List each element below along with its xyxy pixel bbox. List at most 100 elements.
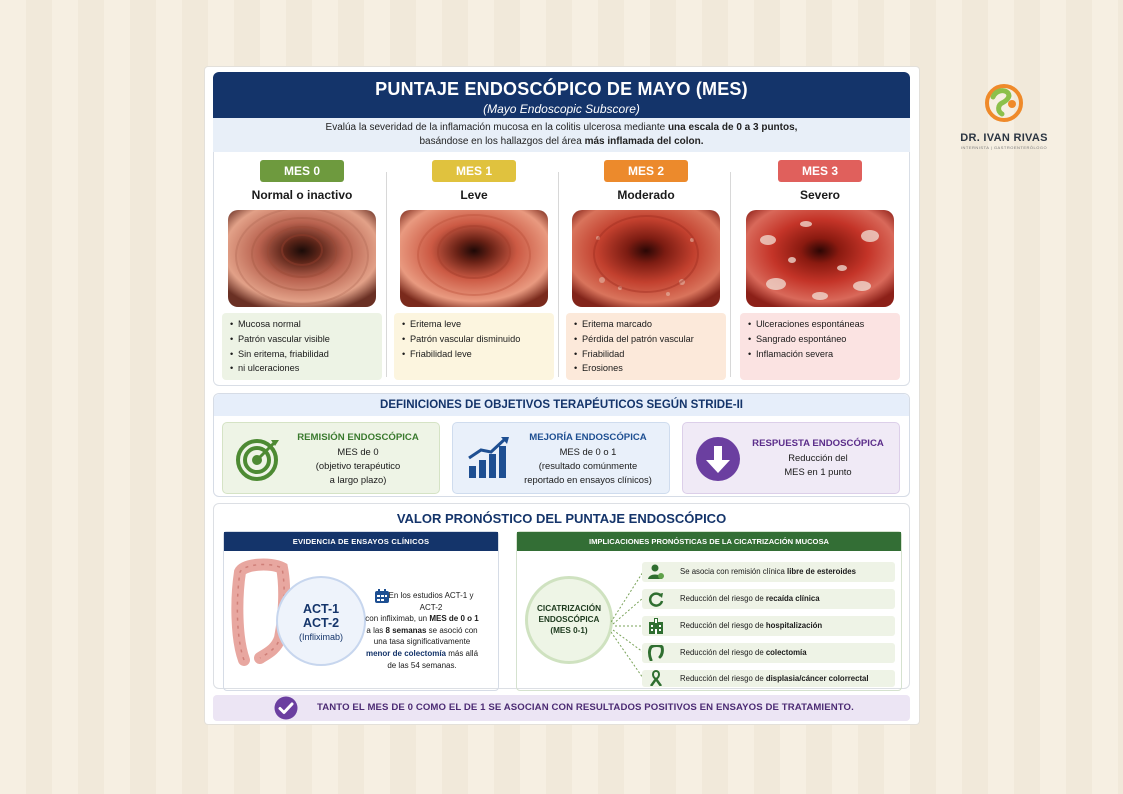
card-improvement: MEJORÍA ENDOSCÓPICA MES de 0 o 1 (result… (452, 422, 670, 494)
mes-findings-list: Eritema marcado Pérdida del patrón vascu… (566, 313, 726, 381)
center-line: CICATRIZACIÓN (537, 604, 601, 613)
intro-part: basándose en los hallazgos del área (419, 136, 585, 147)
list-item: Sin eritema, friabilidad (230, 347, 376, 362)
implications-panel: IMPLICACIONES PRONÓSTICAS DE LA CICATRIZ… (516, 531, 902, 691)
mes-badge: MES 0 (260, 160, 344, 182)
card-line: a largo plazo) (329, 474, 387, 485)
divider (730, 172, 731, 377)
target-icon (236, 439, 279, 481)
act-trials-badge: ACT-1 ACT-2 (Infliximab) (276, 576, 366, 666)
mes-1-column: MES 1 Leve Eritema leve Patrón vascular … (394, 160, 554, 381)
text-highlight: menor de colectomía (365, 648, 446, 658)
card-title: MEJORÍA ENDOSCÓPICA (529, 432, 647, 443)
intro-bold: más inflamada del colon. (584, 136, 704, 147)
list-item: Ulceraciones espontáneas (748, 317, 894, 332)
center-line: ENDOSCÓPICA (538, 615, 600, 624)
intro-bold: una escala de 0 a 3 puntos, (667, 122, 798, 133)
text-bold: colectomía (765, 648, 807, 657)
mes-badge: MES 1 (432, 160, 516, 182)
card-title: REMISIÓN ENDOSCÓPICA (297, 432, 419, 443)
arrow-down-circle-icon (696, 437, 740, 481)
stomach-logo-icon (985, 84, 1023, 122)
card-response: RESPUESTA ENDOSCÓPICA Reducción del MES … (682, 422, 900, 494)
text-bold: displasia/cáncer colorrectal (765, 674, 869, 683)
text: Se asocia con remisión clínica (680, 567, 788, 576)
hospital-icon (649, 618, 663, 634)
mucosal-healing-circle: CICATRIZACIÓN ENDOSCÓPICA (MES 0-1) (525, 576, 613, 664)
mes-findings-list: Eritema leve Patrón vascular disminuido … (394, 313, 554, 381)
mes-2-column: MES 2 Moderado Eritema marcado Pérdida d… (566, 160, 726, 381)
list-item: Inflamación severa (748, 347, 894, 362)
intro-text: Evalúa la severidad de la inflamación mu… (213, 118, 910, 152)
text: Reducción del riesgo de (680, 594, 766, 603)
text-bold: 8 semanas (385, 625, 427, 635)
title-banner: PUNTAJE ENDOSCÓPICO DE MAYO (MES) (Mayo … (213, 72, 910, 118)
mes-severity-name: Normal o inactivo (251, 188, 353, 202)
text: con (365, 614, 381, 624)
implication-text: Reducción del riesgo de colectomía (680, 643, 807, 663)
text: , un (413, 614, 430, 624)
text-bold: MES de 0 o 1 (429, 614, 479, 624)
card-text: REMISIÓN ENDOSCÓPICA MES de 0 (objetivo … (283, 431, 433, 487)
evidence-line: una tasa significativamente (373, 637, 471, 647)
mes-findings-list: Mucosa normal Patrón vascular visible Si… (222, 313, 382, 381)
mes-badge: MES 2 (604, 160, 688, 182)
section-title: VALOR PRONÓSTICO DEL PUNTAJE ENDOSCÓPICO (396, 511, 727, 526)
card-line: MES en 1 punto (784, 466, 852, 477)
prognostic-section: VALOR PRONÓSTICO DEL PUNTAJE ENDOSCÓPICO… (213, 503, 910, 691)
evidence-panel: EVIDENCIA DE ENSAYOS CLÍNICOS ACT-1 ACT-… (223, 531, 499, 691)
cycle-icon (648, 592, 664, 607)
conclusion-text: TANTO EL MES DE 0 COMO EL DE 1 SE ASOCIA… (317, 702, 854, 713)
implication-text: Reducción del riesgo de hospitalización (680, 616, 822, 636)
text: Reducción del riesgo de (680, 621, 766, 630)
mes-severity-name: Severo (799, 188, 841, 202)
panel-header: IMPLICACIONES PRONÓSTICAS DE LA CICATRIZ… (517, 532, 901, 551)
list-item: Mucosa normal (230, 317, 376, 332)
evidence-line: a las 8 semanas se asoció con (364, 625, 480, 637)
person-check-icon (648, 564, 664, 579)
list-item: Erosiones (574, 361, 720, 376)
mes-0-column: MES 0 Normal o inactivo Mucosa normal Pa… (222, 160, 382, 381)
card-text: MEJORÍA ENDOSCÓPICA MES de 0 o 1 (result… (513, 431, 663, 487)
list-item: Pérdida del patrón vascular (574, 332, 720, 347)
page-title: PUNTAJE ENDOSCÓPICO DE MAYO (MES) (375, 79, 748, 99)
drug-label: (Infliximab) (298, 632, 343, 642)
brand-tagline: INTERNISTA | GASTROENTERÓLOGO (960, 145, 1048, 150)
mes-severity-name: Leve (460, 188, 488, 202)
mes-severity-name: Moderado (617, 188, 675, 202)
endoscopy-image-normal (228, 210, 376, 307)
divider (386, 172, 387, 377)
section-title: DEFINICIONES DE OBJETIVOS TERAPÉUTICOS S… (214, 394, 909, 416)
text: Reducción del riesgo de (680, 648, 766, 657)
evidence-text: En los estudios ACT-1 y ACT-2 con inflix… (364, 590, 480, 671)
text: infliximab (380, 614, 414, 624)
evidence-line: menor de colectomía más allá (364, 648, 480, 660)
act2-label: ACT-2 (302, 616, 340, 630)
list-item: Eritema leve (402, 317, 548, 332)
text: Reducción del riesgo de (680, 674, 766, 683)
divider (558, 172, 559, 377)
colon-illustration-icon (231, 558, 290, 666)
mes-findings-list: Ulceraciones espontáneas Sangrado espont… (740, 313, 900, 381)
implication-text: Reducción del riesgo de recaída clínica (680, 589, 820, 609)
mes-badge: MES 3 (778, 160, 862, 182)
mes-scale-panel: MES 0 Normal o inactivo Mucosa normal Pa… (213, 152, 910, 386)
card-text: RESPUESTA ENDOSCÓPICA Reducción del MES … (743, 437, 893, 479)
card-line: MES de 0 o 1 (559, 446, 617, 457)
card-line: Reducción del (788, 452, 848, 463)
endoscopy-image-mild (400, 210, 548, 307)
colon-icon (648, 645, 664, 661)
text-bold: libre de esteroides (787, 567, 856, 576)
conclusion-banner: TANTO EL MES DE 0 COMO EL DE 1 SE ASOCIA… (213, 695, 910, 721)
card-line: MES de 0 (337, 446, 379, 457)
list-item: Sangrado espontáneo (748, 332, 894, 347)
brand-name: DR. IVAN RIVAS (960, 132, 1048, 144)
stride-ii-section: DEFINICIONES DE OBJETIVOS TERAPÉUTICOS S… (213, 393, 910, 497)
act1-label: ACT-1 (302, 602, 340, 616)
evidence-line: con infliximab, un MES de 0 o 1 (364, 613, 480, 625)
list-item: Patrón vascular visible (230, 332, 376, 347)
implication-text: Reducción del riesgo de displasia/cáncer… (680, 670, 869, 687)
list-item: Friabilidad leve (402, 347, 548, 362)
intro-part: Evalúa la severidad de la inflamación mu… (325, 122, 668, 133)
endoscopy-image-moderate (572, 210, 720, 307)
